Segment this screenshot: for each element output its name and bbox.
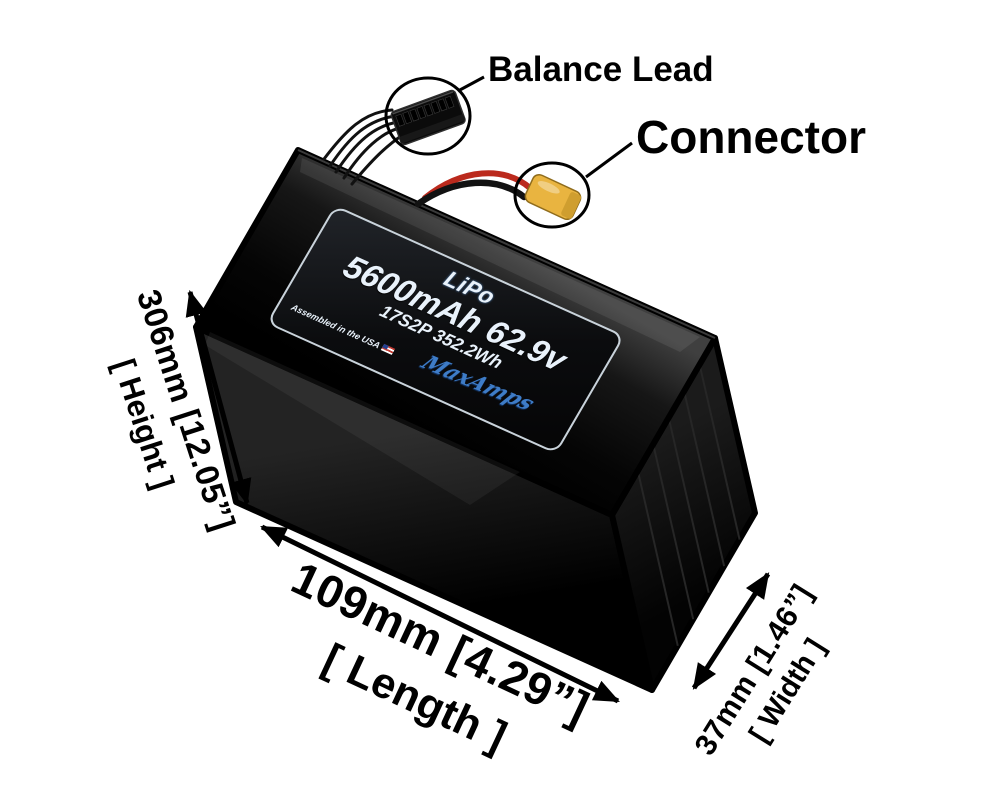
balance-connector-pin <box>416 106 427 120</box>
cell-ridge-lines <box>636 364 741 647</box>
balance-lead-label: Balance Lead <box>488 50 714 89</box>
balance-connector-pin <box>395 113 406 127</box>
balance-wire <box>322 108 394 161</box>
battery-top-edge <box>297 149 716 339</box>
xt90-connector-highlight <box>537 181 560 194</box>
length-arrow <box>260 524 620 704</box>
balance-wire <box>334 120 400 174</box>
battery-sheen <box>205 332 520 505</box>
main-wire-black <box>414 179 528 208</box>
balance-connector-pin <box>444 95 455 109</box>
battery-top-highlight <box>300 158 700 352</box>
balance-lead-pointer <box>457 75 485 93</box>
balance-connector-highlight <box>392 91 454 115</box>
balance-connector-pin <box>402 111 413 125</box>
balance-connector-pin <box>423 103 434 117</box>
cell-ridge-line <box>652 443 695 620</box>
xt90-connector-cap <box>561 192 582 219</box>
balance-connector-pin <box>430 100 441 114</box>
balance-connector-housing <box>390 89 466 146</box>
balance-lead-circle <box>384 76 472 156</box>
balance-connector-pins <box>395 95 455 127</box>
cell-ridge-line <box>667 417 710 593</box>
xt90-connector <box>524 173 582 221</box>
balance-wire <box>342 126 402 180</box>
balance-connector <box>390 89 466 146</box>
balance-connector-ridge <box>399 114 465 144</box>
cell-ridge-line <box>636 470 679 647</box>
connector-circle <box>513 161 591 229</box>
balance-wires <box>322 108 406 186</box>
connector-pointer <box>585 141 633 179</box>
balance-connector-pin <box>409 108 420 122</box>
balance-connector-pin <box>437 98 448 112</box>
connector-label: Connector <box>636 111 866 163</box>
width-arrow <box>691 572 771 690</box>
cell-ridge-line <box>698 364 741 540</box>
height-arrow <box>185 289 252 506</box>
cell-ridge-line <box>683 390 726 567</box>
